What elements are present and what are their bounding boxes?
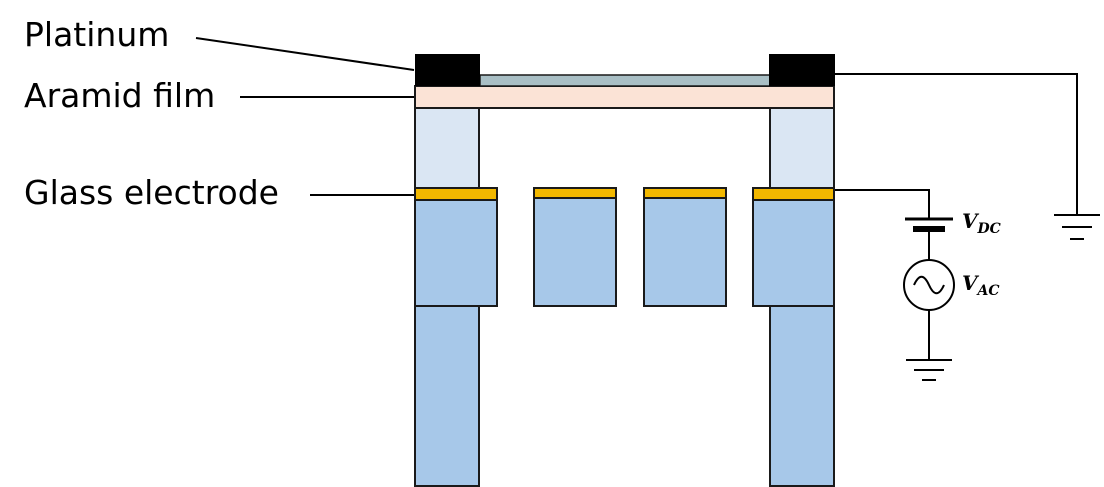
left-upper-pillar bbox=[414, 107, 480, 189]
glass-block-3 bbox=[643, 197, 727, 307]
vac-main: V bbox=[962, 271, 980, 295]
aramid-film-label: Aramid film bbox=[24, 76, 215, 115]
electrode-strip-2 bbox=[533, 187, 617, 199]
vac-label: VAC bbox=[962, 271, 1000, 299]
electrode-strip-4 bbox=[752, 187, 835, 201]
right-upper-pillar bbox=[769, 107, 835, 189]
platinum-thin-film bbox=[479, 74, 771, 87]
vdc-subscript: DC bbox=[977, 221, 1001, 237]
electrode-strip-1 bbox=[414, 187, 498, 201]
dc-source-icon bbox=[905, 217, 953, 232]
glass-block-1 bbox=[414, 199, 498, 307]
vdc-main: V bbox=[962, 209, 980, 233]
platinum-pad-left bbox=[415, 54, 480, 86]
platinum-pad-right bbox=[769, 54, 835, 86]
glass-block-2 bbox=[533, 197, 617, 307]
vac-subscript: AC bbox=[976, 283, 1000, 299]
aramid-film bbox=[414, 85, 835, 109]
glass-block-4 bbox=[752, 199, 835, 307]
platinum-label: Platinum bbox=[24, 15, 169, 54]
electrode-source-wire bbox=[835, 189, 930, 218]
platinum-leader-line bbox=[195, 37, 415, 71]
ground-symbol-bottom bbox=[906, 359, 952, 381]
ground-symbol-right bbox=[1054, 214, 1100, 240]
left-lower-pillar bbox=[414, 305, 480, 487]
right-lower-pillar bbox=[769, 305, 835, 487]
vdc-label: VDC bbox=[962, 209, 1001, 237]
electrode-strip-3 bbox=[643, 187, 727, 199]
glass-electrode-label: Glass electrode bbox=[24, 173, 279, 212]
platinum-ground-wire bbox=[835, 73, 1078, 215]
ac-source-icon bbox=[903, 259, 955, 311]
